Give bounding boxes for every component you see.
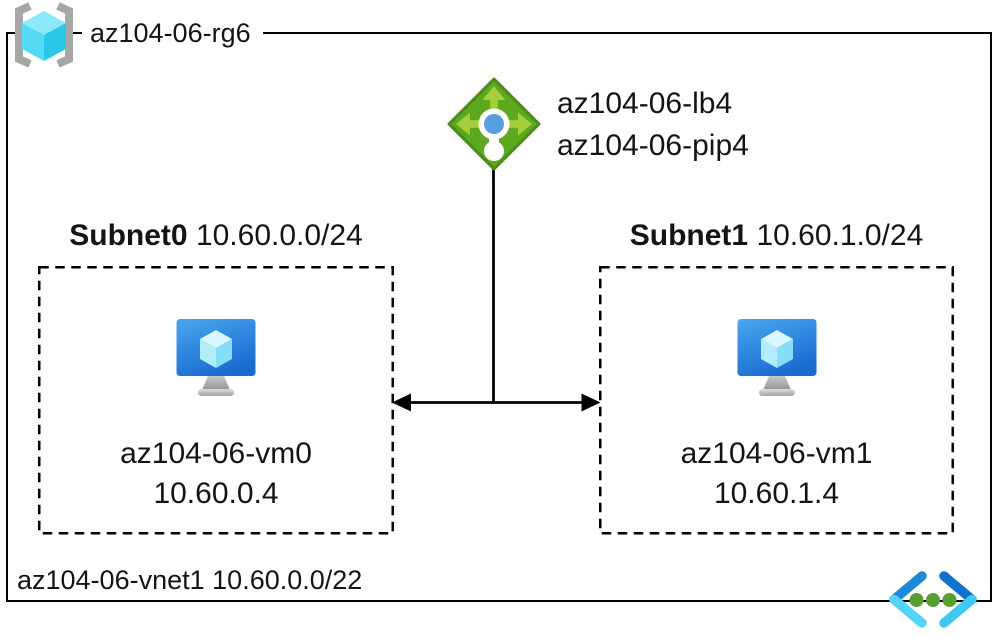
- vm1-label: az104-06-vm1 10.60.1.4: [600, 434, 953, 514]
- vm0-ip: 10.60.0.4: [153, 477, 279, 510]
- lb-arrows: [456, 86, 532, 136]
- vm1-name: az104-06-vm1: [680, 437, 873, 470]
- subnet0-box: [38, 266, 394, 535]
- subnet0-label: Subnet0 10.60.0.0/24: [39, 219, 393, 253]
- rg-bracket-right: [56, 2, 73, 68]
- vm-monitor-base: [759, 389, 795, 396]
- rg-cube-right: [44, 23, 66, 61]
- vm0-name: az104-06-vm0: [120, 437, 312, 470]
- resource-group-icon: [15, 2, 73, 68]
- vnet-name: az104-06-vnet1: [17, 565, 205, 595]
- subnet0-cidr: 10.60.0.0/24: [195, 219, 363, 252]
- rg-cube-left: [22, 23, 44, 61]
- vm-monitor-stand: [763, 376, 791, 390]
- vm1-ip: 10.60.1.4: [713, 477, 840, 510]
- public-ip-name: az104-06-pip4: [557, 129, 749, 162]
- arrowhead-left-icon: [392, 393, 411, 412]
- vm-cube-left: [761, 339, 777, 368]
- vnet-chevron-left-bottom: [889, 594, 927, 628]
- vm-cube-left: [200, 339, 216, 368]
- vm1-icon: [737, 319, 817, 396]
- resource-group-boundary: [6, 31, 992, 602]
- load-balancer-name: az104-06-lb4: [557, 87, 733, 120]
- rg-bracket-left: [15, 2, 32, 68]
- vnet-label: az104-06-vnet1 10.60.0.0/22: [17, 565, 362, 596]
- vm-monitor-base: [198, 389, 234, 396]
- vnet-dots: [909, 593, 957, 607]
- load-balancer-labels: az104-06-lb4 az104-06-pip4: [557, 83, 749, 167]
- vnet-cidr: 10.60.0.0/22: [212, 565, 363, 595]
- subnet1-label: Subnet1 10.60.1.0/24: [600, 219, 953, 253]
- vnet-chevron-right-top: [939, 571, 977, 605]
- virtual-network-icon: [889, 571, 977, 628]
- lb-blue-dot: [484, 114, 504, 134]
- subnet1-cidr: 10.60.1.0/24: [756, 219, 924, 252]
- lb-keyhole-dot: [484, 141, 504, 161]
- vnet-chevron-left-top: [889, 571, 927, 605]
- vnet-chevron-right-bottom: [939, 594, 977, 628]
- subnet0-name: Subnet0: [69, 219, 188, 252]
- subnet1-box: [599, 266, 954, 535]
- vm-monitor-stand: [202, 376, 230, 390]
- load-balancer-icon: [447, 77, 541, 171]
- vm-cube-right: [777, 339, 793, 368]
- vm0-label: az104-06-vm0 10.60.0.4: [39, 434, 393, 514]
- subnet1-name: Subnet1: [629, 219, 749, 252]
- vm0-icon: [176, 319, 256, 396]
- vm-cube-right: [216, 339, 232, 368]
- resource-group-name: az104-06-rg6: [90, 17, 251, 48]
- resource-group-label: az104-06-rg6: [82, 13, 263, 53]
- arrowhead-right-icon: [581, 393, 601, 412]
